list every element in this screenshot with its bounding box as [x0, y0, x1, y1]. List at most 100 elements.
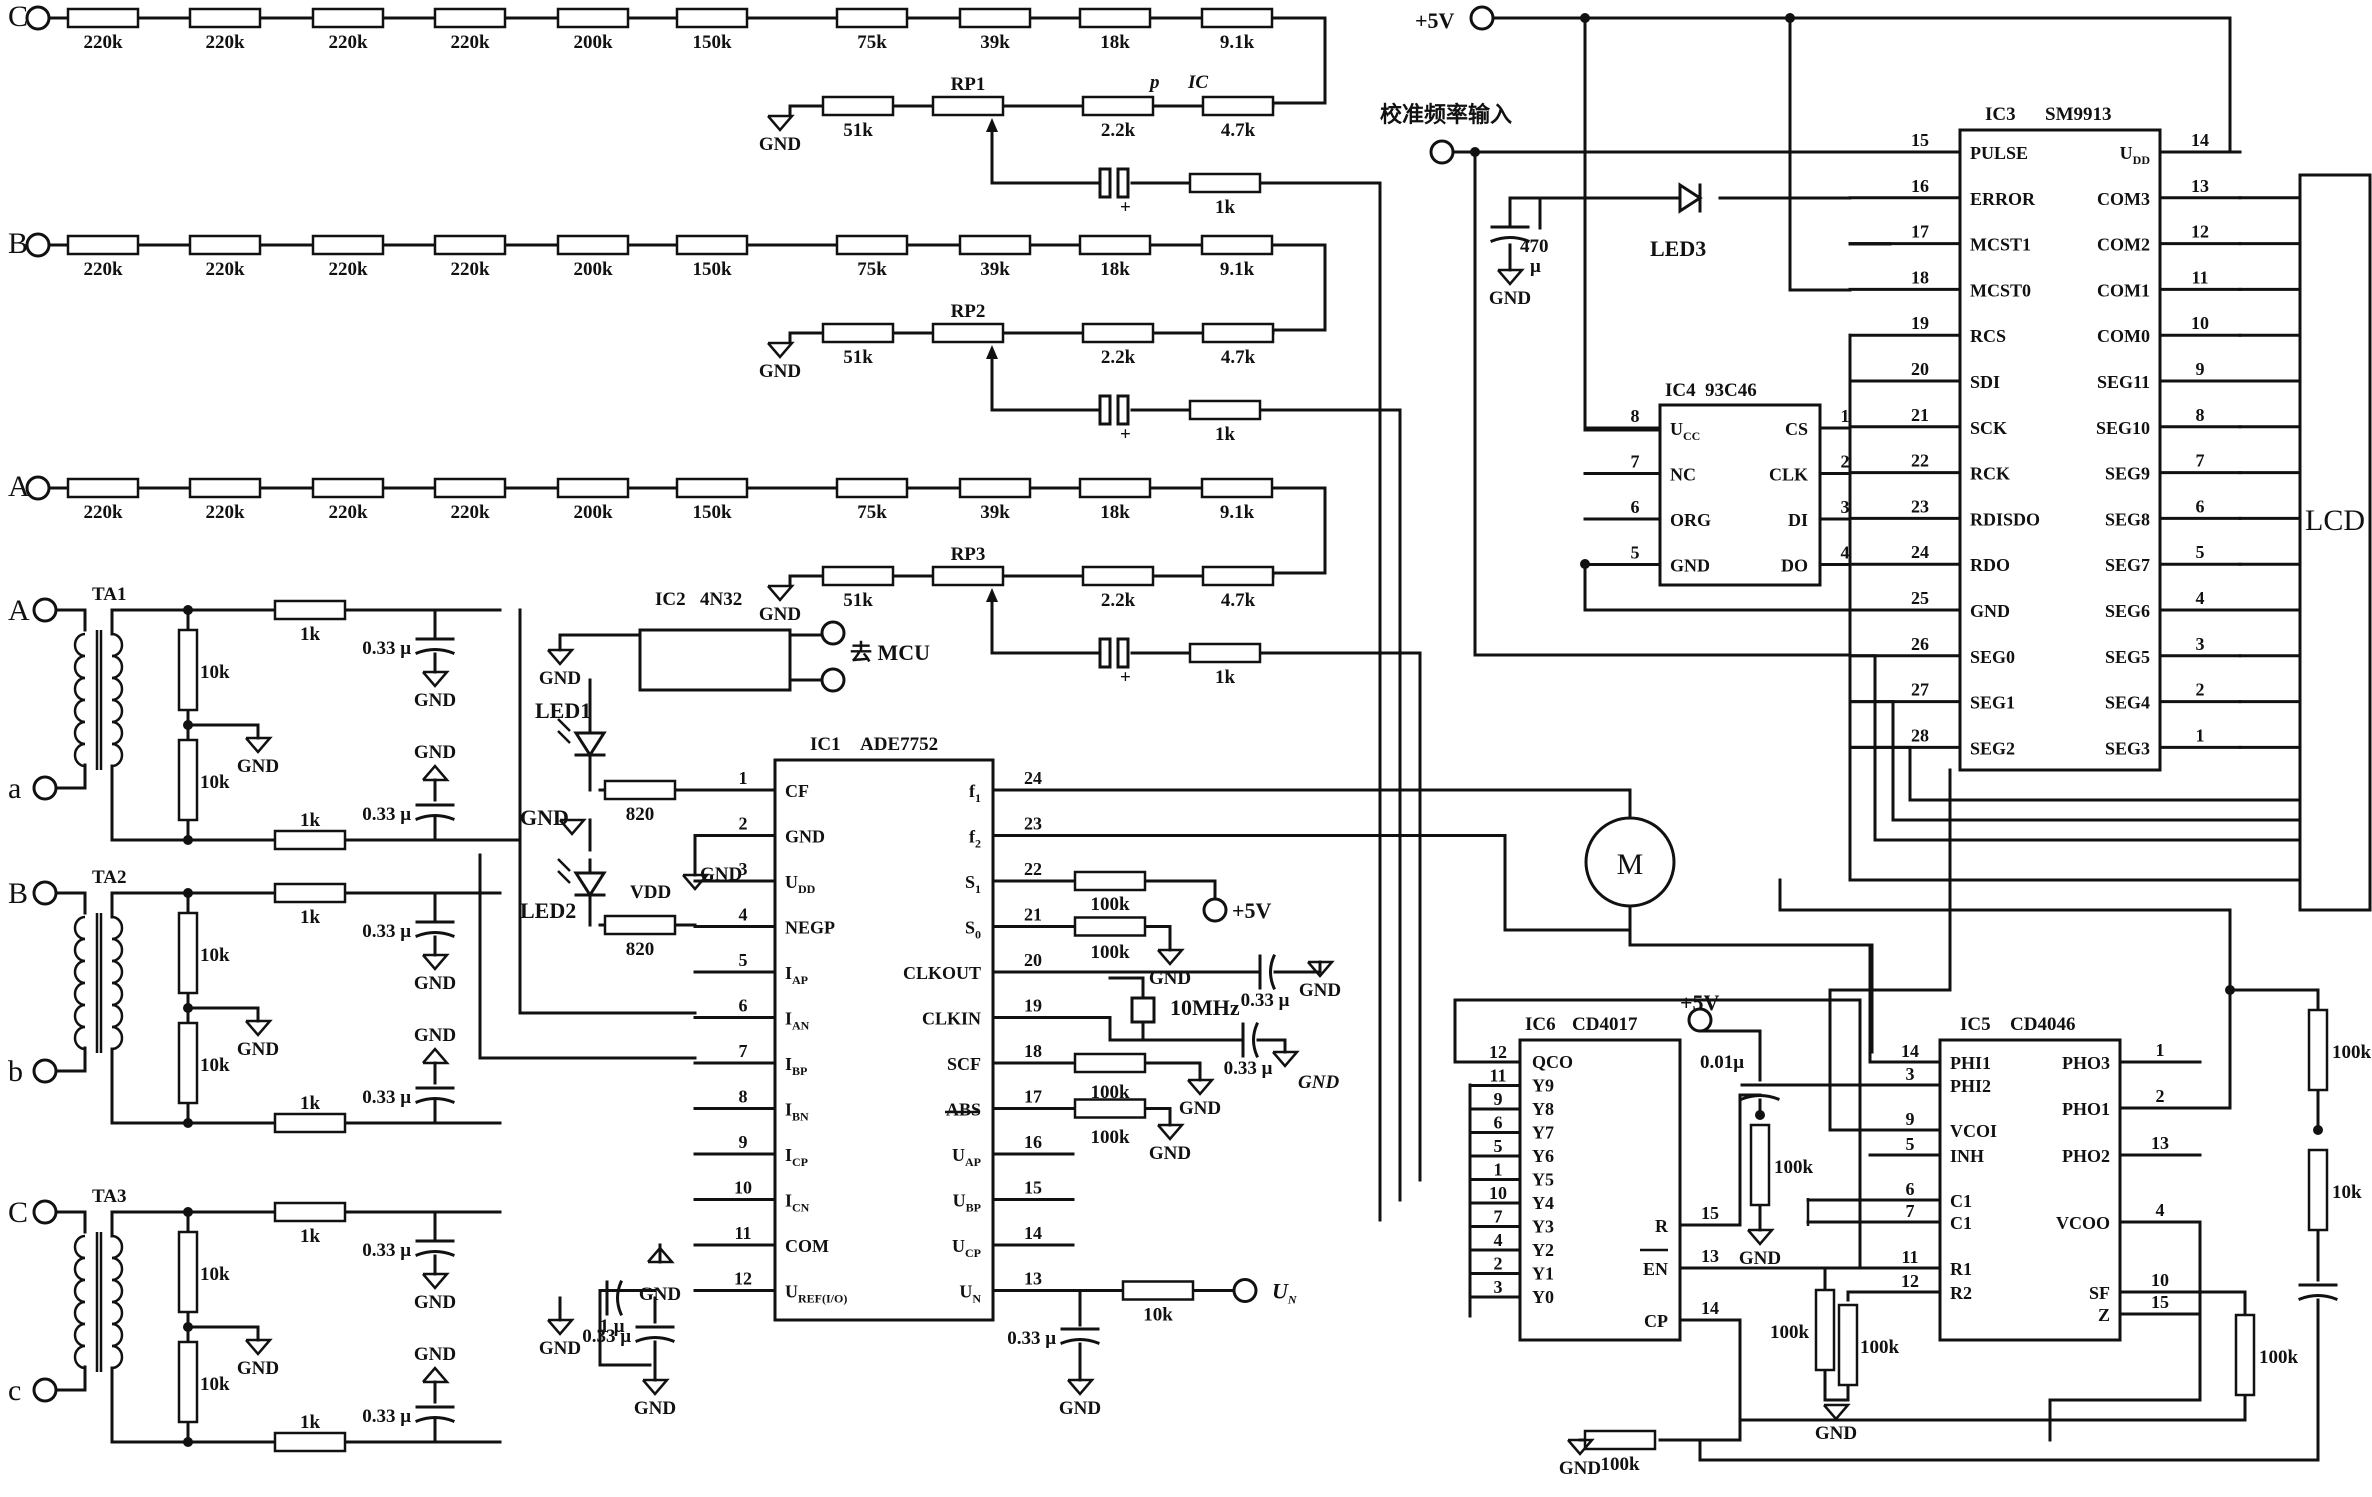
resistor: [177, 1340, 199, 1424]
ground-label: GND: [539, 1338, 581, 1359]
ct-terminal: [32, 1377, 58, 1403]
ground-label: GND: [414, 1025, 456, 1046]
resistor-value: 10k: [200, 945, 230, 966]
ct-phase-label: A: [8, 594, 30, 627]
wire: [990, 130, 1102, 185]
ic3-pin-number: 27: [1911, 680, 1929, 700]
ic3-pin-number: 2: [2196, 680, 2205, 700]
ground-label: GND: [414, 690, 456, 711]
resistor-value: 200k: [573, 259, 613, 280]
ic1-pin-name: GND: [785, 827, 825, 847]
ct-winding: [73, 981, 86, 1007]
ground-label: GND: [414, 742, 456, 763]
ct-winding: [111, 632, 124, 658]
rail-terminal: [25, 5, 51, 31]
resistor: [177, 911, 199, 995]
resistor: [1121, 1280, 1195, 1301]
ct-winding: [111, 1234, 124, 1260]
electrolytic-cap: [1116, 394, 1130, 426]
ground-label: GND: [1149, 1143, 1191, 1164]
ic4-pin-name: ORG: [1670, 510, 1711, 530]
resistor: [1073, 1098, 1147, 1119]
motor-label: M: [1617, 848, 1644, 881]
ground-label: GND: [414, 973, 456, 994]
wire: [1698, 1298, 2320, 1462]
ground-label: GND: [759, 604, 801, 625]
capacitor-plate: [415, 931, 455, 938]
ground-symbol: [245, 736, 273, 754]
resistor-value: 220k: [450, 32, 490, 53]
resistor: [835, 234, 909, 256]
lcd-panel: [2298, 173, 2372, 912]
ic6-pin-name: CP: [1644, 1311, 1668, 1331]
capacitor-value: 0.33 μ: [582, 1326, 631, 1347]
capacitor-value: 0.33 μ: [362, 1087, 411, 1108]
resistor: [958, 234, 1032, 256]
resistor-value: 220k: [205, 502, 245, 523]
ic6-pin-number: 12: [1489, 1042, 1507, 1062]
ct-winding: [111, 1278, 124, 1304]
ic3-pin-number: 14: [2191, 130, 2209, 150]
ground-label: GND: [759, 361, 801, 382]
ic3-pin-number: 10: [2191, 313, 2209, 333]
ic3-pin-name: SCK: [1970, 418, 2007, 438]
resistor: [1188, 642, 1262, 664]
ground-symbol: [245, 1338, 273, 1356]
ic1-pin-name: f2: [969, 827, 981, 851]
resistor-value: 9.1k: [1220, 259, 1255, 280]
ground-label: GND: [414, 1344, 456, 1365]
ic4-name: IC4: [1665, 380, 1696, 401]
ic3-pin-number: 3: [2196, 634, 2205, 654]
ground-symbol: [1747, 1228, 1775, 1246]
ground-symbol: [1567, 1438, 1595, 1456]
ground-symbol: [245, 1019, 273, 1037]
ic2-optocoupler: [638, 628, 792, 692]
resistor: [1188, 399, 1262, 421]
ic3-pin-number: 7: [2196, 451, 2205, 471]
r-value: 100k: [1090, 1082, 1130, 1103]
capacitor-plate: [415, 1416, 455, 1423]
ic4-pin-number: 7: [1631, 452, 1640, 472]
note-ic: IC: [1187, 72, 1208, 93]
ic4-pin-number: 5: [1631, 543, 1640, 563]
supply-terminal: [1687, 1007, 1713, 1033]
resistor-value: 9.1k: [1220, 502, 1255, 523]
resistor-value: 4.7k: [1221, 347, 1256, 368]
wire: [1828, 768, 1952, 1132]
rail-terminal: [25, 232, 51, 258]
ic3-pin-name: SEG6: [2105, 601, 2150, 621]
junction-dot: [1785, 13, 1795, 23]
ic1-pin-name: S0: [965, 918, 981, 942]
resistor-value: 1k: [1215, 197, 1236, 218]
capacitor-plate: [415, 1097, 455, 1104]
resistor: [931, 565, 1005, 587]
ground-label: GND: [237, 1358, 279, 1379]
ic6-pin-name: QCO: [1532, 1052, 1573, 1072]
resistor: [433, 7, 507, 29]
ic5-pin-number: 11: [1901, 1247, 1918, 1267]
ic3-pin-name: MCST0: [1970, 280, 2031, 300]
ct-winding: [73, 1300, 86, 1326]
ic5-pin-name: Z: [2098, 1305, 2110, 1325]
wire: [110, 1047, 502, 1125]
wire: [55, 1210, 87, 1234]
ground-symbol: [422, 953, 450, 971]
ct-winding: [111, 937, 124, 963]
junction-dot: [1755, 1110, 1765, 1120]
ic6-pin-name: Y0: [1532, 1287, 1554, 1307]
ct-phase-label: b: [8, 1055, 23, 1088]
resistor: [177, 1230, 199, 1314]
capacitor-value: 0.33 μ: [1241, 990, 1290, 1011]
resistor-value: 75k: [857, 32, 887, 53]
junction-dot: [183, 888, 193, 898]
ic5-pin-name: PHI2: [1950, 1076, 1991, 1096]
ic1-pin-name: UCP: [952, 1236, 981, 1260]
ct-winding: [73, 959, 86, 985]
ic6-pin-name: R: [1655, 1216, 1669, 1236]
ground-symbol: [642, 1378, 670, 1396]
ct-winding: [111, 981, 124, 1007]
ic4-pin-name: GND: [1670, 556, 1710, 576]
ct-terminal: [32, 597, 58, 623]
resistor-value: 39k: [980, 259, 1010, 280]
